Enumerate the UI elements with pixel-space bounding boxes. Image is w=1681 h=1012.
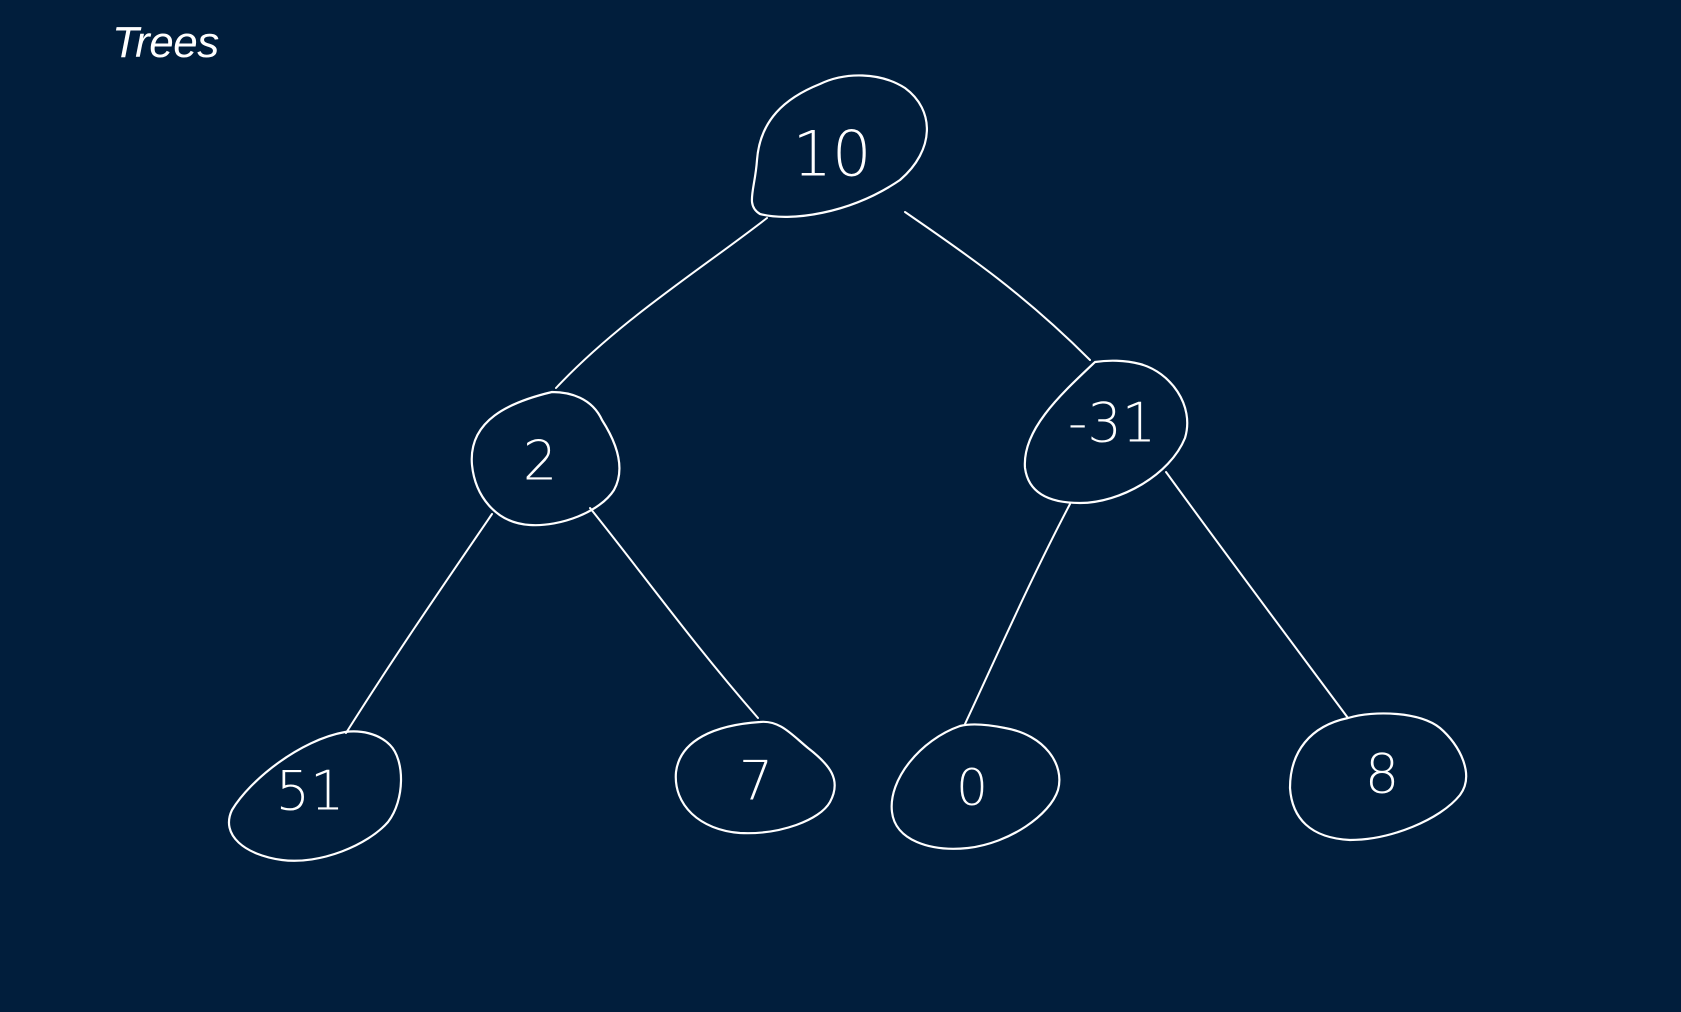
- node-label: -31: [1068, 392, 1156, 455]
- edge-10-to-minus31: [904, 211, 1091, 361]
- edge-minus31-to-8: [1165, 471, 1349, 719]
- node-label: 51: [276, 760, 345, 823]
- node-outline: [1023, 359, 1189, 505]
- edge-10-to-2: [555, 217, 768, 389]
- tree-node: 0: [890, 723, 1061, 850]
- tree-nodes: 10 2 -31 51 7 0 8: [227, 74, 1468, 862]
- edge-2-to-51: [345, 513, 493, 734]
- edge-minus31-to-0: [964, 503, 1071, 725]
- node-outline: [227, 730, 403, 862]
- tree-node: 2: [470, 390, 621, 527]
- node-outline: [750, 74, 928, 218]
- tree-node: 51: [227, 730, 403, 862]
- node-outline: [1288, 712, 1468, 842]
- node-outline: [890, 723, 1061, 850]
- edge-2-to-7: [589, 507, 759, 719]
- node-label: 0: [956, 759, 988, 817]
- tree-node: 10: [750, 74, 928, 218]
- node-label: 2: [523, 430, 557, 493]
- node-label: 8: [1365, 743, 1399, 806]
- tree-node: 8: [1288, 712, 1468, 842]
- node-outline: [470, 390, 621, 527]
- page-title: Trees: [112, 18, 219, 67]
- node-label: 7: [739, 750, 773, 813]
- tree-node: -31: [1023, 359, 1189, 505]
- node-label: 10: [793, 118, 872, 191]
- tree-edges: [345, 211, 1349, 734]
- tree-node: 7: [674, 720, 836, 835]
- node-outline: [674, 720, 836, 835]
